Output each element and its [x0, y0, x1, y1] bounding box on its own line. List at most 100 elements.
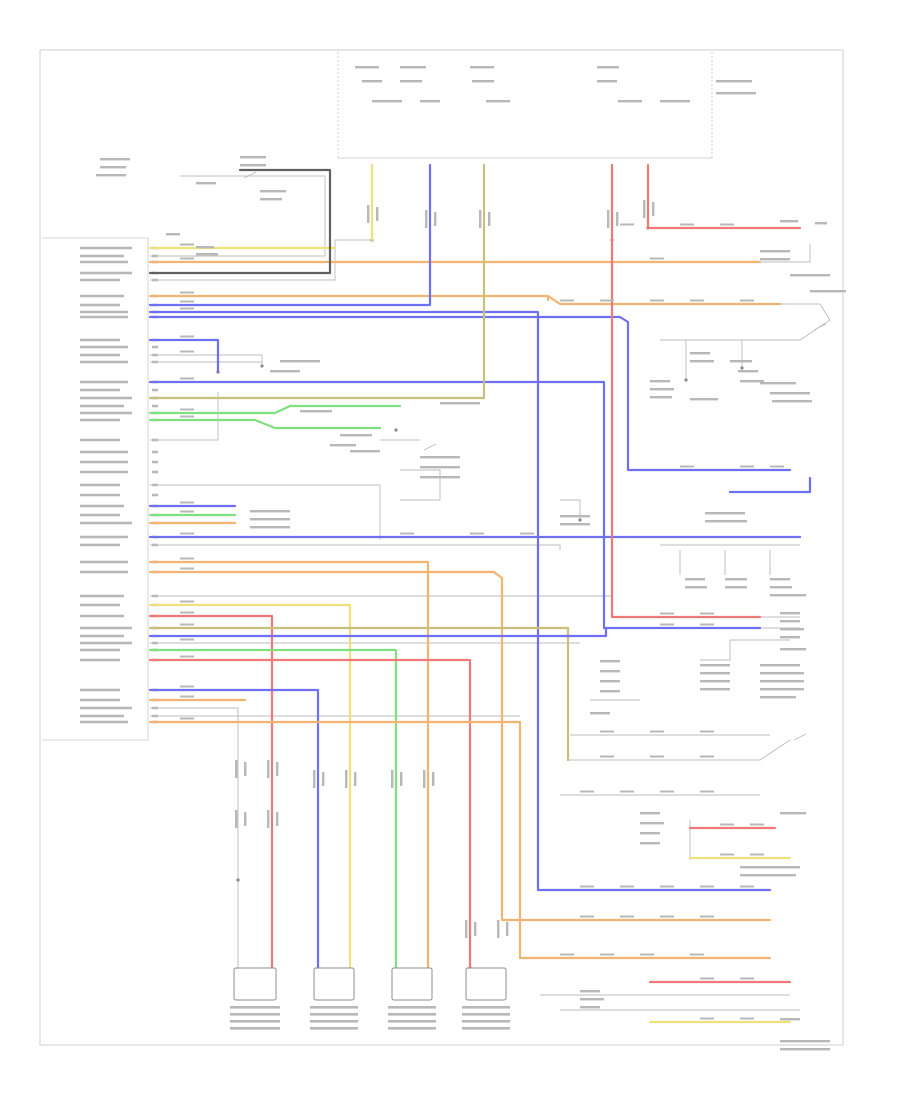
load-label-line: [230, 1020, 280, 1023]
label-mark: [400, 80, 422, 83]
wire-label-mark: [391, 770, 394, 788]
wire-green: [148, 404, 402, 415]
module-pin-label: [80, 560, 128, 564]
wire-olive: [148, 163, 486, 400]
module-pin-label: [80, 543, 120, 547]
load-label-line: [230, 1006, 280, 1009]
signal-wire: [150, 175, 326, 257]
label-mark: [780, 1040, 830, 1043]
signal-wire: [150, 707, 239, 968]
module-pin-label: [80, 720, 128, 724]
label-mark: [815, 222, 827, 225]
label-mark: [725, 586, 747, 589]
label-mark: [590, 712, 610, 715]
splice-dot: [394, 428, 398, 432]
module-pin-label: [80, 521, 132, 525]
module-pin-label: [80, 594, 124, 598]
wire-olive: [148, 626, 570, 762]
module-pin-number: [152, 388, 158, 392]
wire-code-mark: [690, 953, 704, 956]
module-pin-label: [80, 404, 124, 408]
load-label-line: [310, 1013, 358, 1016]
wire-code-mark: [180, 623, 194, 626]
wire-blue: [148, 310, 772, 892]
wire-code-mark: [600, 953, 614, 956]
label-mark: [760, 672, 804, 675]
label-mark: [100, 166, 126, 169]
label-mark: [300, 410, 332, 413]
wire-code-mark: [720, 823, 734, 826]
label-mark: [640, 842, 660, 845]
label-mark: [700, 672, 730, 675]
label-mark: [486, 100, 510, 103]
wire-code-mark: [180, 567, 194, 570]
wire-code-mark: [580, 915, 594, 918]
label-mark: [770, 594, 806, 597]
wire-label-mark: [465, 920, 468, 938]
load-connector: [313, 967, 355, 1001]
label-mark: [716, 92, 756, 95]
wire-code-mark: [620, 223, 634, 226]
splice-dot: [260, 364, 264, 368]
wire-green: [148, 418, 382, 430]
label-mark: [690, 360, 714, 363]
module-pin-label: [80, 634, 124, 638]
label-mark: [780, 812, 806, 815]
label-mark: [740, 866, 800, 869]
splice-dot: [236, 878, 240, 882]
module-pin-label: [80, 310, 128, 314]
wire-code-mark: [740, 299, 754, 302]
splice-dot: [578, 518, 582, 522]
label-mark: [780, 648, 806, 651]
label-mark: [760, 258, 790, 261]
load-connector: [233, 967, 277, 1001]
wire-label-mark: [345, 770, 348, 788]
module-pin-label: [80, 570, 128, 574]
wire-code-mark: [690, 299, 704, 302]
module-pin-label: [80, 614, 124, 618]
load-label-line: [462, 1013, 510, 1016]
load-label-line: [230, 1027, 280, 1030]
module-pin-label: [80, 294, 124, 298]
label-mark: [580, 1006, 600, 1009]
wire-blue: [148, 380, 762, 630]
module-pin-label: [80, 626, 132, 630]
load-label-line: [462, 1027, 510, 1030]
label-mark: [355, 66, 379, 69]
label-mark: [420, 466, 460, 469]
wire-code-mark: [180, 350, 194, 353]
switch-contact: [813, 323, 827, 331]
label-mark: [780, 628, 804, 631]
label-mark: [560, 515, 590, 518]
wire-label-mark: [276, 812, 279, 826]
signal-wire: [760, 244, 811, 263]
label-mark: [780, 636, 800, 639]
module-pin-label: [80, 303, 120, 307]
wire-code-mark: [180, 685, 194, 688]
signal-wire: [660, 319, 831, 341]
module-pin-number: [152, 450, 158, 454]
label-mark: [780, 1018, 800, 1021]
wire-code-mark: [660, 885, 674, 888]
wire-blue: [148, 338, 220, 374]
label-mark: [685, 578, 705, 581]
label-mark: [250, 510, 290, 513]
signal-wire: [150, 239, 372, 281]
wire-red: [646, 163, 802, 230]
module-pin-label: [80, 278, 120, 282]
label-mark: [166, 233, 180, 236]
wire-label-mark: [276, 762, 279, 776]
wire-code-mark: [700, 915, 714, 918]
wire-code-mark: [740, 885, 754, 888]
wire-code-mark: [180, 717, 194, 720]
module-pin-label: [80, 493, 120, 497]
wire-label-mark: [643, 200, 646, 218]
wire-code-mark: [750, 823, 764, 826]
module-pin-label: [80, 418, 120, 422]
wire-code-mark: [180, 532, 194, 535]
label-mark: [600, 680, 620, 683]
wire-label-mark: [267, 810, 270, 828]
label-mark: [780, 612, 800, 615]
wire-code-mark: [520, 532, 534, 535]
load-label-line: [388, 1006, 436, 1009]
